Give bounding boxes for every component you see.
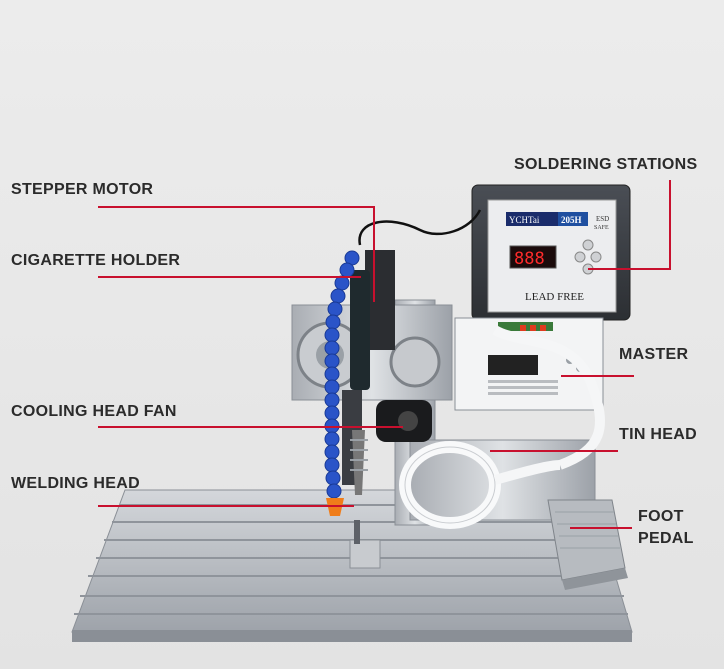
soldering-station: YCHTai 205H ESD SAFE 888 LEAD FREE (471, 184, 631, 321)
cigarette-holder-leader (98, 276, 361, 278)
welding-head-label: WELDING HEAD (11, 475, 140, 492)
tin-head-label: TIN HEAD (619, 426, 697, 443)
soldering-stations-leader (669, 180, 671, 270)
coolant-hose (324, 250, 360, 499)
up-button-icon[interactable] (574, 251, 586, 263)
foot-pedal (547, 499, 628, 590)
cigarette-holder-label: CIGARETTE HOLDER (11, 252, 181, 269)
foot-pedal-leader (570, 527, 632, 529)
master-leader (561, 375, 634, 377)
set-button-icon[interactable] (582, 239, 594, 251)
down-button-icon[interactable] (590, 251, 602, 263)
stepper-motor-leader-drop (373, 206, 375, 302)
tin-head-leader (490, 450, 618, 452)
cooling-fan-leader (98, 426, 403, 428)
foot-pedal-label-2: PEDAL (638, 530, 694, 547)
tin-feed-hose (399, 325, 605, 529)
solder-head (342, 209, 482, 495)
esd-text-2: SAFE (594, 225, 609, 231)
station-brand: YCHTai (509, 215, 540, 225)
welding-head-leader (98, 505, 354, 507)
station-model: 205H (561, 215, 582, 225)
foot-pedal-label-1: FOOT (638, 508, 684, 525)
lead-free-text: LEAD FREE (525, 291, 584, 303)
esd-text-1: ESD (596, 215, 609, 223)
soldering-stations-leader-h (588, 268, 670, 270)
soldering-stations-label: SOLDERING STATIONS (514, 156, 698, 173)
stepper-motor-leader (98, 206, 374, 208)
coolant-nozzle (326, 498, 344, 516)
master-label: MASTER (619, 346, 689, 363)
cooling-head-fan-label: COOLING HEAD FAN (11, 403, 177, 420)
temperature-display: 888 (514, 249, 545, 269)
stepper-motor-label: STEPPER MOTOR (11, 181, 154, 198)
workpiece-fixture (349, 520, 381, 569)
